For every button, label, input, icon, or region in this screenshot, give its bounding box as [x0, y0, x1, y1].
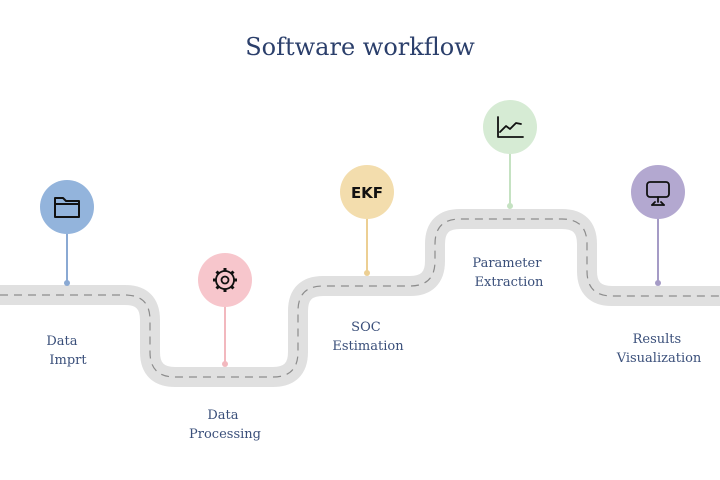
step-results-visualization: Results Visualization: [616, 165, 702, 366]
step-stem-dot: [364, 270, 370, 276]
svg-text:Parameter Extraction: Parameter Extraction: [472, 256, 545, 290]
road: [0, 209, 720, 387]
ekf-icon: EKF: [351, 184, 383, 202]
step-label-line-2: Processing: [189, 427, 261, 442]
step-stem-dot: [655, 280, 661, 286]
step-data-import: Data Imprt: [40, 180, 94, 368]
svg-text:Results Visualization: Results Visualization: [616, 332, 702, 366]
step-stem-dot: [64, 280, 70, 286]
svg-text:SOC Estimation: SOC Estimation: [332, 320, 404, 354]
step-label-line-1: SOC: [351, 320, 381, 335]
road-center-dashes: [0, 218, 720, 378]
step-badge: [198, 253, 252, 307]
step-badge: [631, 165, 685, 219]
step-label-line-1: Data: [46, 334, 77, 349]
step-label-line-2: Imprt: [49, 353, 87, 368]
monitor-icon: [646, 181, 670, 206]
step-soc-estimation: EKF SOC Estimation: [332, 165, 404, 354]
step-label-line-2: Estimation: [332, 339, 404, 354]
step-parameter-extraction: Parameter Extraction: [472, 100, 545, 290]
gear-icon: [213, 268, 237, 292]
step-stem-dot: [222, 361, 228, 367]
step-stem-dot: [507, 203, 513, 209]
step-badge: [40, 180, 94, 234]
chart-icon: [497, 116, 524, 138]
step-label-line-1: Results: [633, 332, 682, 347]
folder-icon: [54, 197, 80, 218]
step-badge: [340, 165, 394, 219]
svg-text:Data Processing: Data Processing: [189, 408, 261, 442]
svg-text:Data Imprt: Data Imprt: [46, 334, 87, 368]
step-label-line-2: Extraction: [475, 275, 544, 290]
step-label-line-2: Visualization: [616, 351, 702, 366]
step-label-line-1: Data: [207, 408, 238, 423]
diagram-title: Software workflow: [245, 33, 475, 61]
step-label-line-1: Parameter: [472, 256, 542, 271]
step-data-processing: Data Processing: [189, 253, 261, 442]
step-badge: [483, 100, 537, 154]
